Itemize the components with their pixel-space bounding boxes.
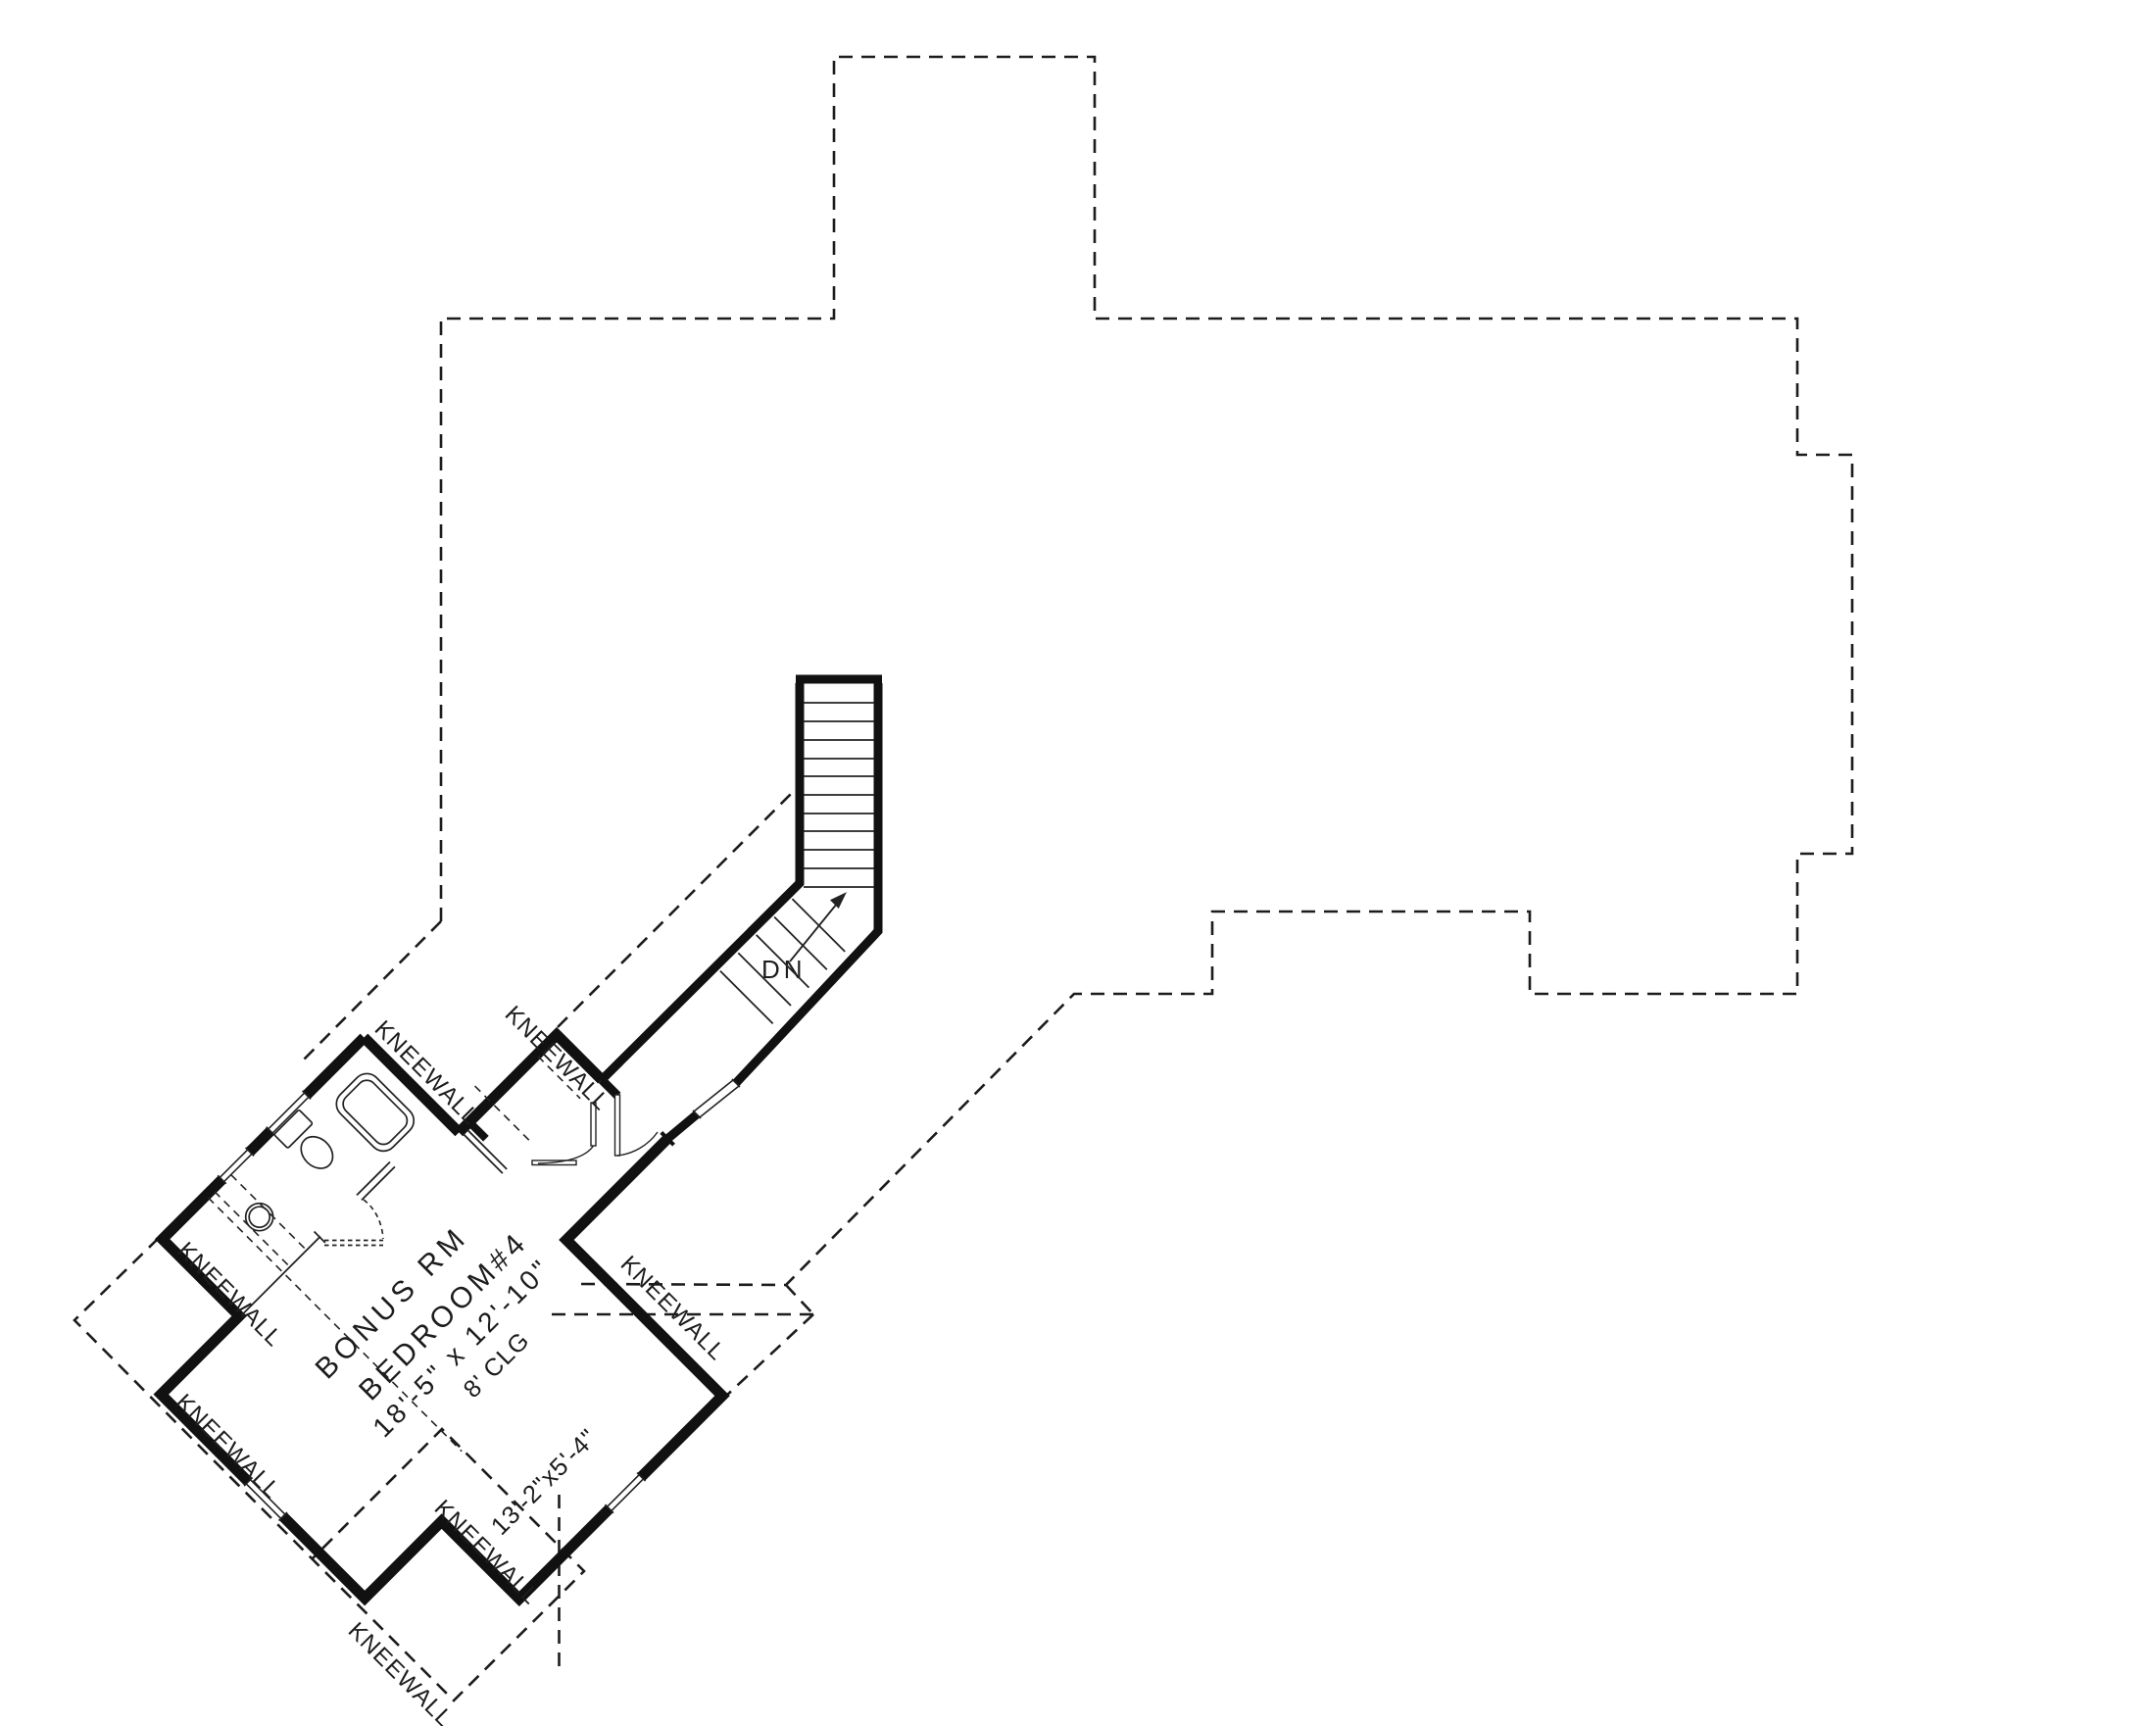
svg-text:DN: DN [761,955,807,984]
